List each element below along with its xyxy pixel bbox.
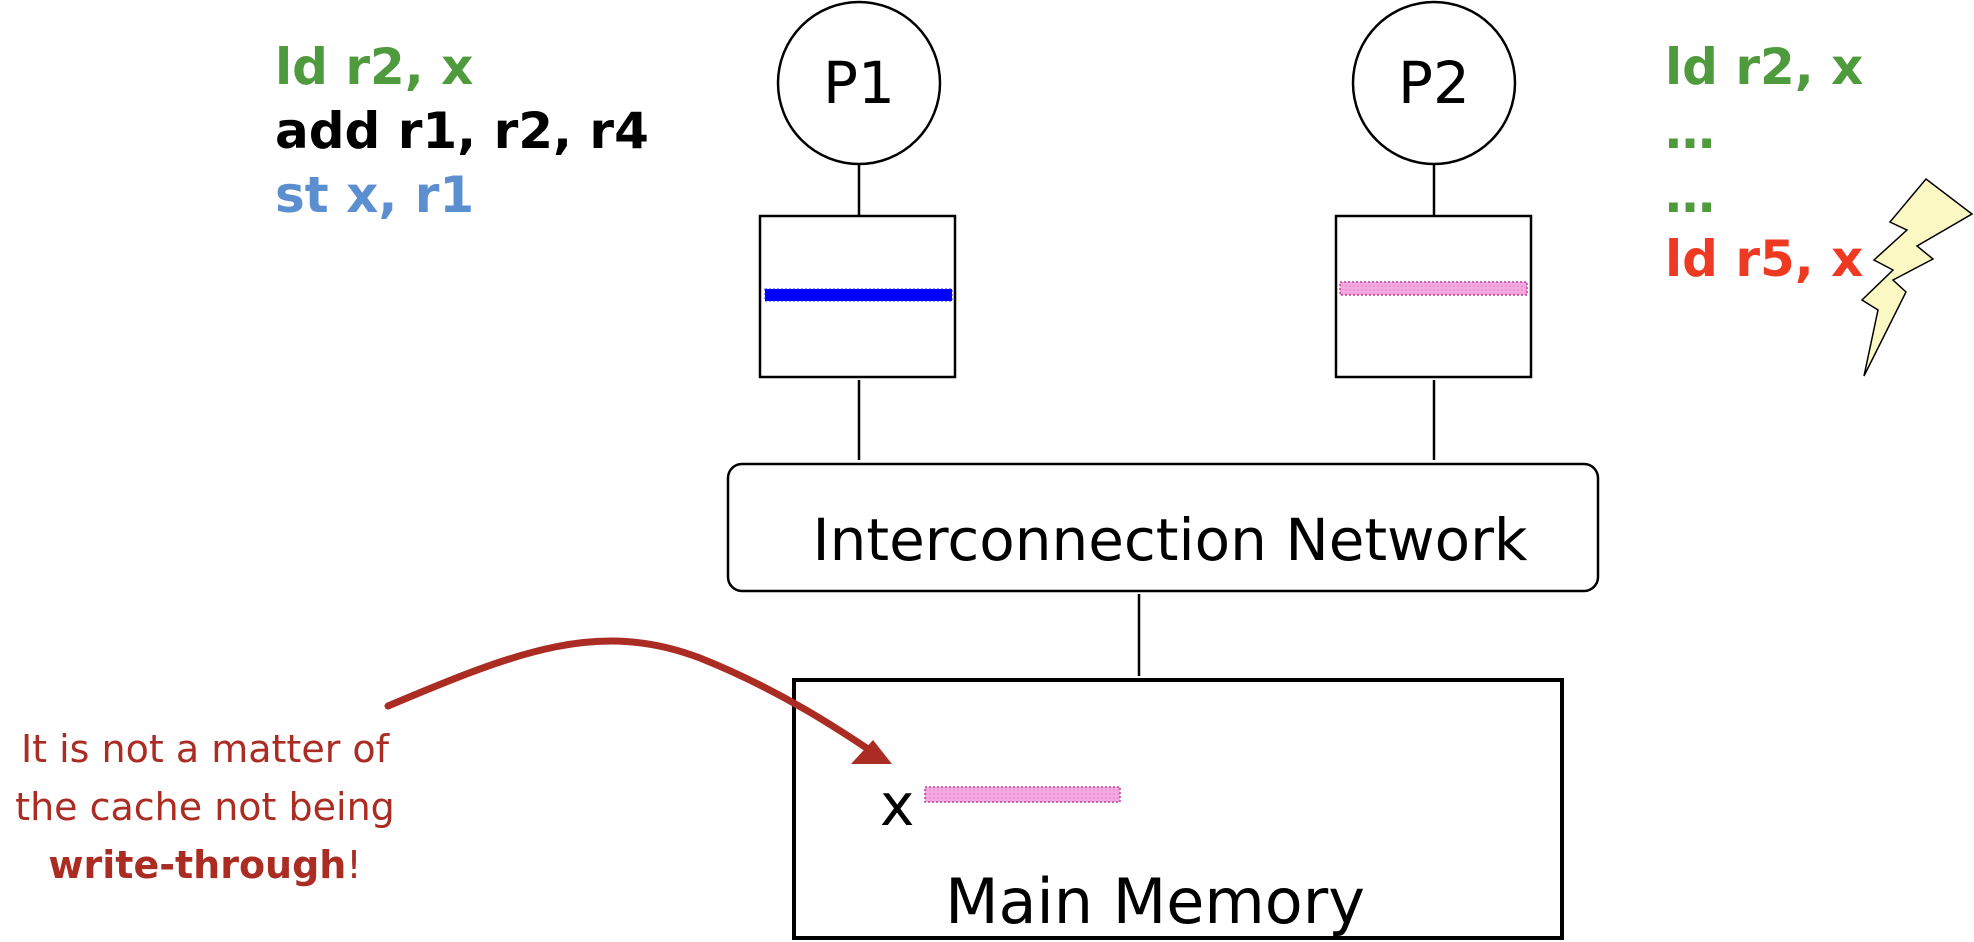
interconnection-network-label: Interconnection Network (812, 506, 1528, 574)
annotation-note-line2: the cache not being (15, 785, 395, 829)
memory-x-line (924, 786, 1121, 803)
annotation-note-suffix: ! (346, 843, 362, 887)
p2-cache (1334, 214, 1533, 379)
p1-code-line-ld: ld r2, x (275, 38, 474, 96)
main-memory-label: Main Memory (945, 865, 1365, 938)
annotation-note-line3: write-through! (0, 836, 410, 894)
processor-p2-label: P2 (1398, 49, 1470, 117)
p1-code-line-add: add r1, r2, r4 (275, 102, 649, 160)
lightning-bolt-outline (1860, 177, 1974, 377)
memory-variable-label: x (880, 771, 915, 839)
annotation-note-emphasis: write-through (48, 843, 347, 887)
annotation-note: It is not a matter of the cache not bein… (0, 720, 410, 894)
p1-code-line-st: st x, r1 (275, 166, 475, 224)
curved-arrow-icon (384, 637, 884, 761)
p2-cache-line (1339, 281, 1528, 296)
p2-code-block: ld r2, x … … ld r5, x (1665, 35, 1863, 291)
curved-arrow-head (851, 740, 892, 764)
main-memory-box (792, 678, 1564, 940)
annotation-note-line1: It is not a matter of (20, 727, 390, 771)
processor-p1-label: P1 (823, 49, 895, 117)
p1-code-block: ld r2, x add r1, r2, r4 st x, r1 (275, 35, 649, 227)
p1-cache-line (764, 288, 953, 302)
p2-code-line-ellipsis-1: … (1665, 102, 1715, 160)
p2-code-line-ld-r2: ld r2, x (1665, 38, 1864, 96)
p2-code-line-ellipsis-2: … (1665, 166, 1715, 224)
p2-code-line-ld-r5: ld r5, x (1665, 230, 1864, 288)
interconnection-network-box (726, 462, 1600, 593)
